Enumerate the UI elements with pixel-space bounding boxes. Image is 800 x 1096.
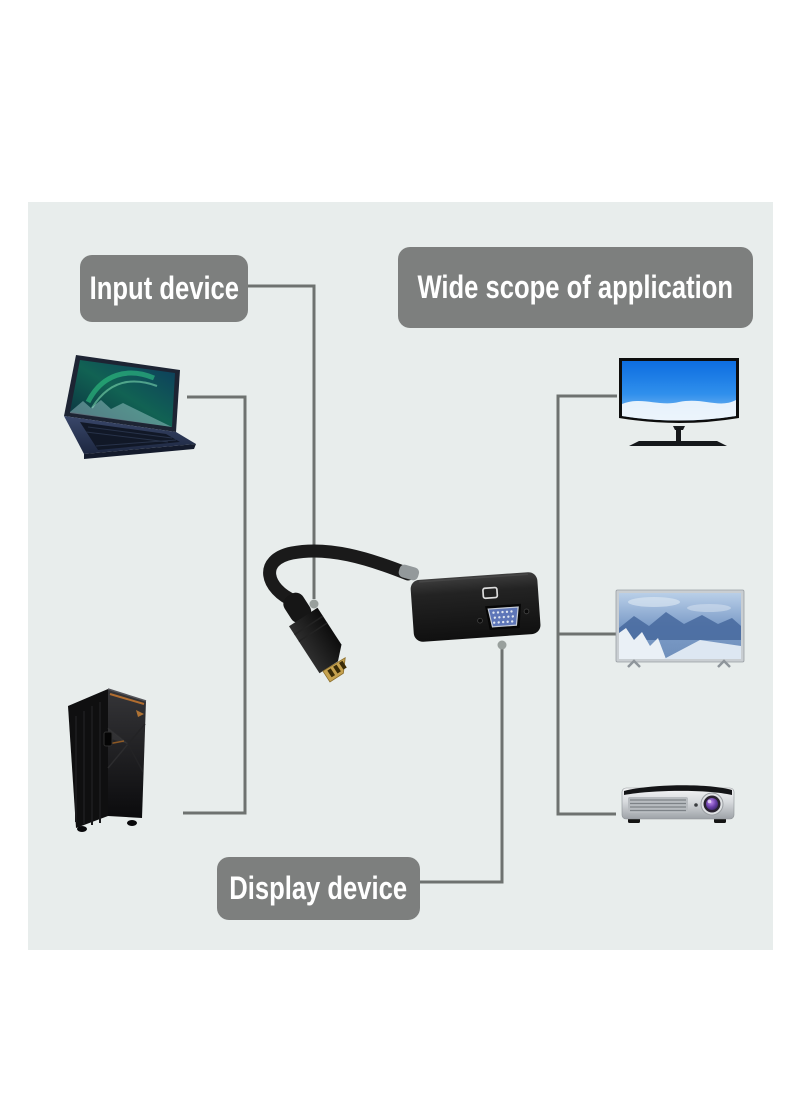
desktop-tower-image [68, 688, 147, 832]
vga-port-pins [492, 610, 515, 624]
cable-connection-dot [309, 599, 319, 609]
projector-vent-grille [630, 799, 686, 812]
vga-adapter-housing [410, 572, 541, 642]
screw-hole-left [477, 617, 483, 624]
projector-top-band [624, 785, 732, 795]
tv-foot-right [717, 659, 731, 668]
connector-lines [183, 284, 617, 884]
adapter-cable [263, 544, 415, 608]
display-device-label-text: Display device [229, 870, 408, 906]
laptop-image [64, 355, 196, 459]
input-device-label-text: Input device [89, 270, 239, 306]
projector-lens [700, 792, 724, 816]
curved-monitor-image [619, 358, 739, 446]
display-icon [482, 586, 499, 600]
wide-scope-label: Wide scope of application [398, 247, 753, 328]
dp-to-vga-adapter-image [263, 544, 541, 683]
tv-foot-left [627, 659, 641, 668]
vga-connection-dot [497, 640, 507, 650]
display-label-connector-line [420, 649, 504, 884]
tower-front-panel [108, 689, 146, 818]
tv-image [615, 589, 745, 668]
monitor-stand-base [629, 441, 727, 446]
cable-sleeve [398, 564, 420, 581]
displayport-plug [283, 592, 347, 683]
input-device-label: Input device [80, 255, 248, 322]
display-device-label: Display device [217, 857, 420, 920]
input-devices-bracket-line [183, 395, 247, 815]
screw-hole-right [523, 608, 530, 615]
tower-power-button [103, 731, 113, 747]
input-label-connector-line [248, 284, 316, 599]
projector-image [621, 785, 735, 823]
display-devices-bracket-line [556, 394, 617, 816]
wide-scope-label-text: Wide scope of application [417, 269, 734, 305]
